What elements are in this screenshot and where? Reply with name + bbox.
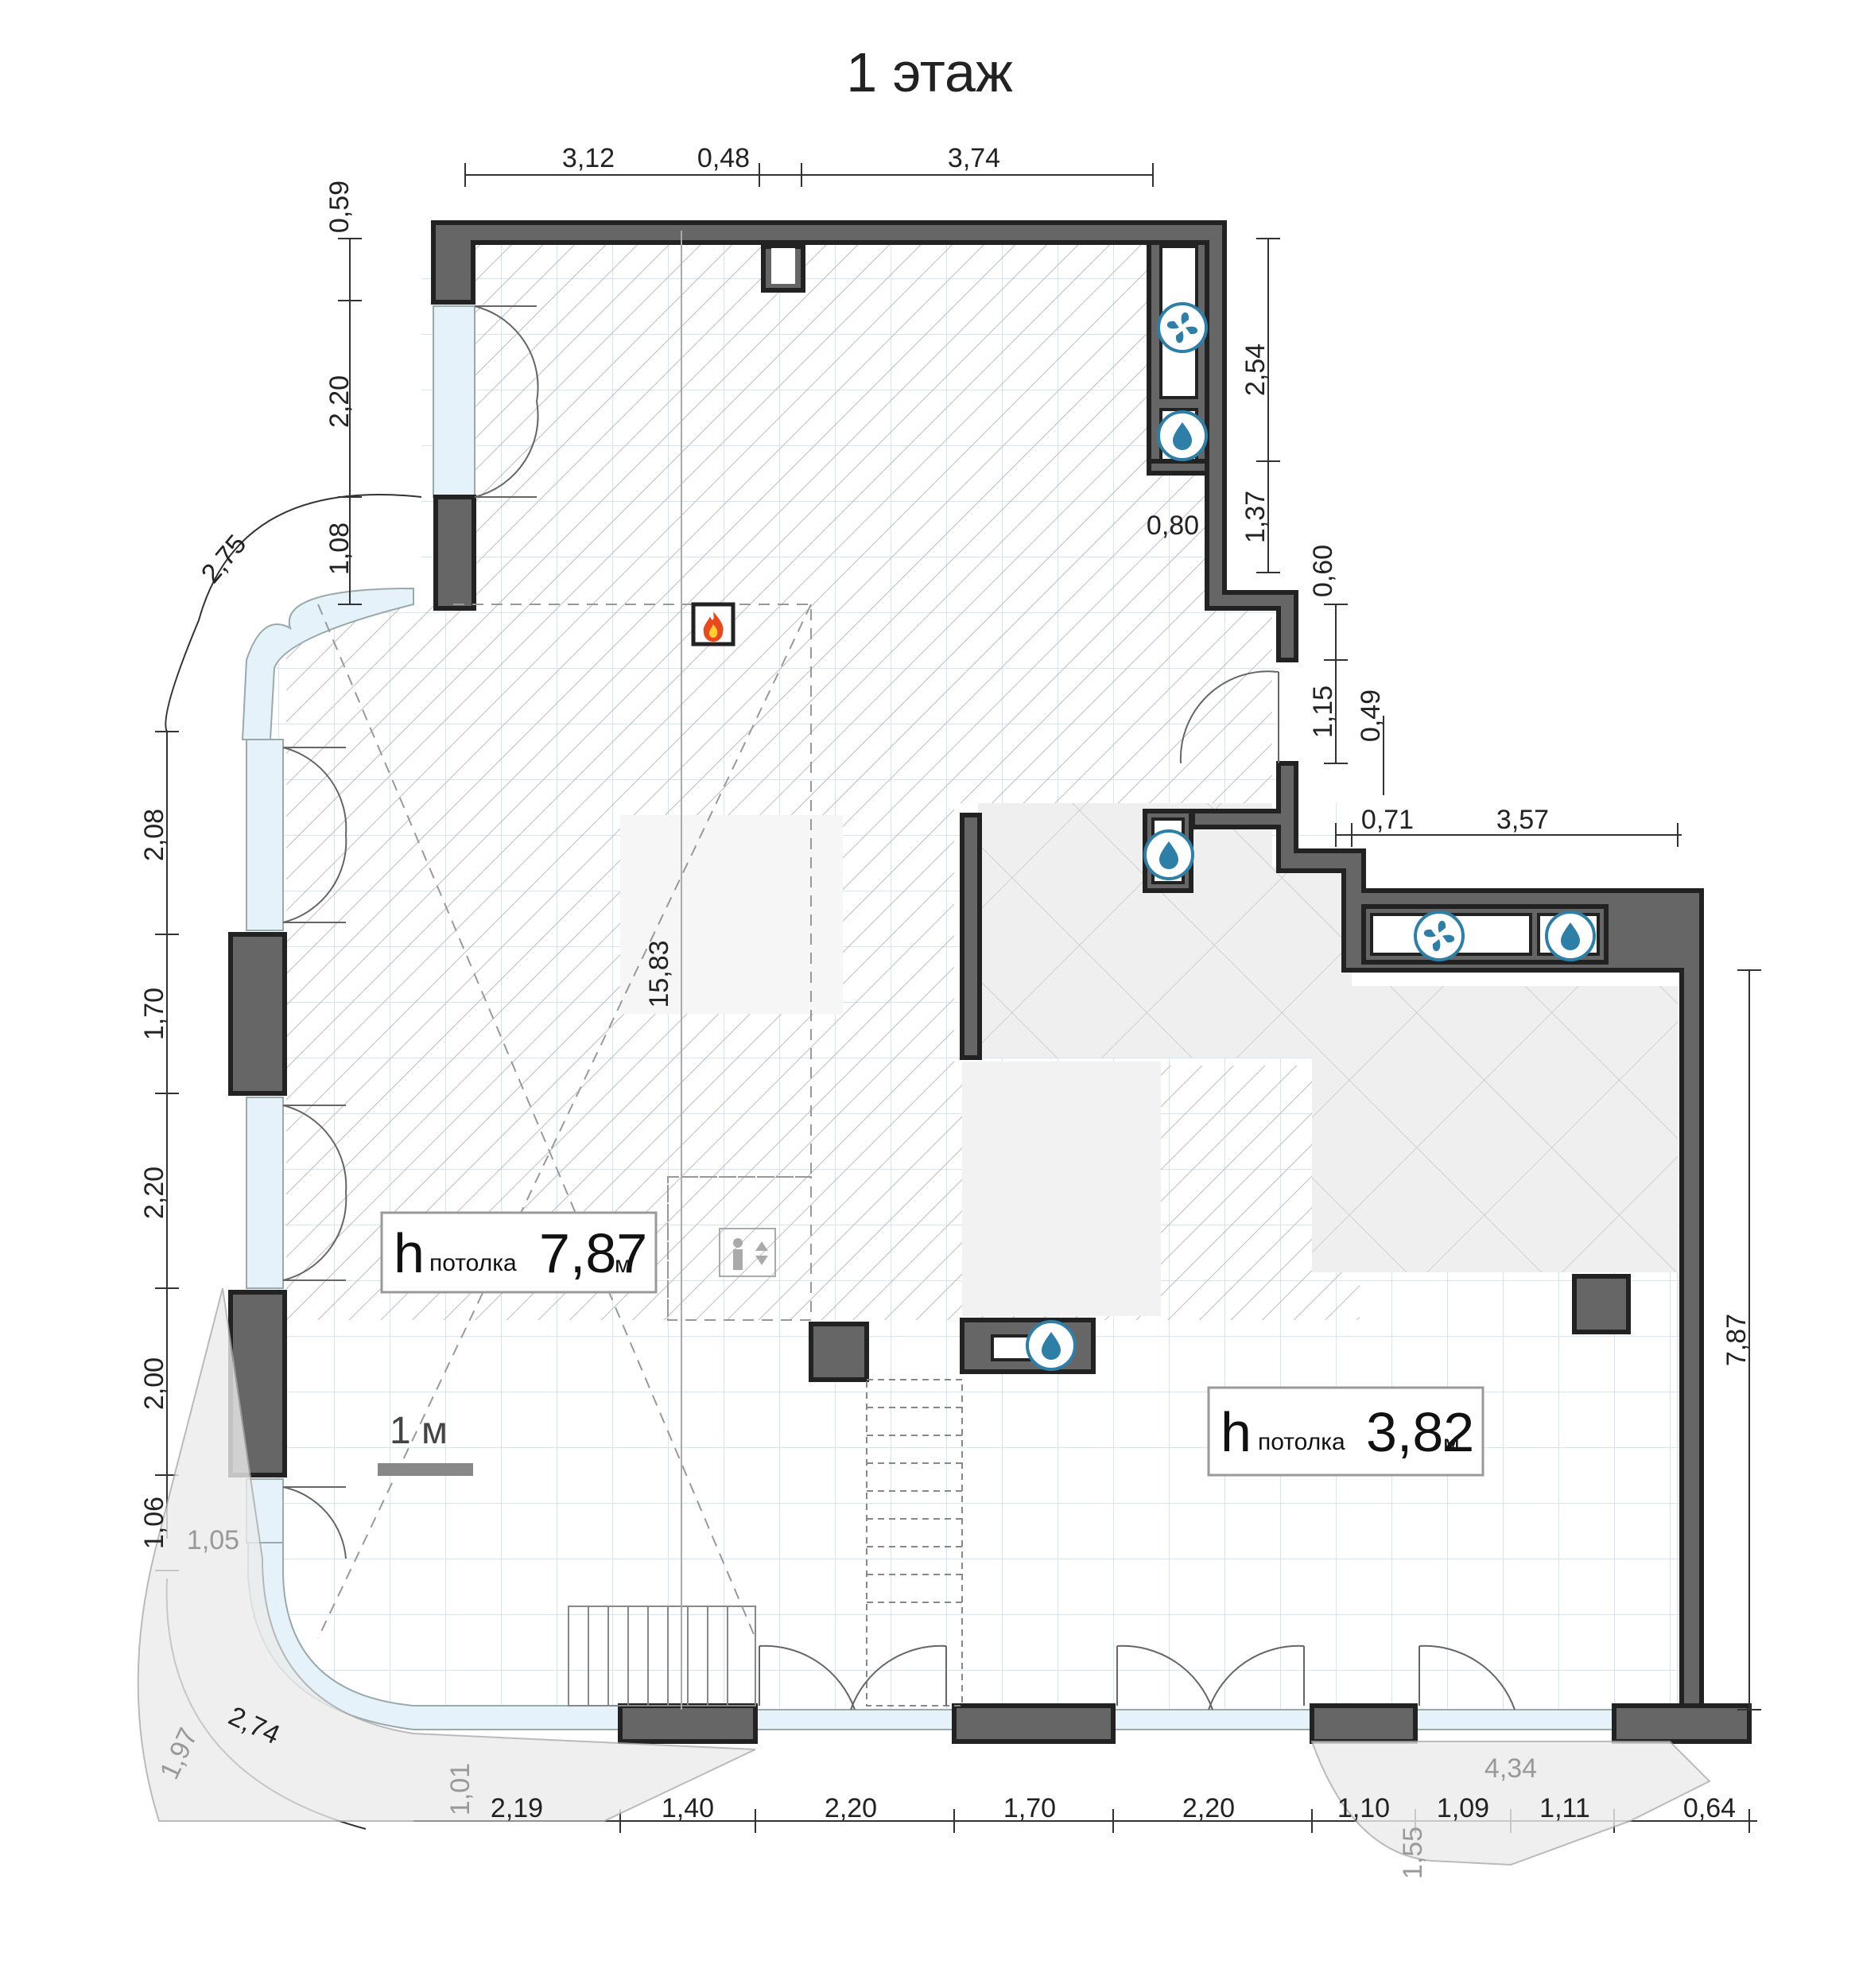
dim-bottom-gray-3: 4,34 xyxy=(1484,1753,1537,1784)
ceiling-right-value: 3,82 xyxy=(1366,1401,1474,1463)
ceiling-label-right: h потолка 3,82 м xyxy=(1207,1386,1484,1477)
dim-top-1: 3,12 xyxy=(562,143,615,173)
dim-right-step-2: 1,15 xyxy=(1308,685,1338,738)
dim-bottom-9: 0,64 xyxy=(1683,1793,1736,1823)
dim-bottom-6: 1,10 xyxy=(1337,1793,1390,1823)
ceiling-right-label: потолка xyxy=(1258,1429,1345,1455)
dim-bottom-4: 1,70 xyxy=(1003,1793,1056,1823)
dim-bottom-5: 2,20 xyxy=(1182,1793,1235,1823)
ceiling-right-h: h xyxy=(1221,1401,1252,1463)
water-drop-icon xyxy=(1545,911,1596,961)
elevator-icon xyxy=(719,1228,776,1277)
fire-icon xyxy=(691,602,735,646)
dim-right-shaft-2: 1,37 xyxy=(1240,491,1271,543)
dim-left-top-1: 0,59 xyxy=(324,181,355,233)
dim-left-3: 2,20 xyxy=(139,1167,169,1219)
dim-left-1: 2,08 xyxy=(139,809,169,861)
windows xyxy=(241,305,1615,1730)
dim-bottom-8: 1,11 xyxy=(1539,1793,1590,1823)
dim-bottom-2: 1,40 xyxy=(662,1793,714,1823)
water-drop-icon xyxy=(1026,1320,1077,1371)
ceiling-left-value: 7,87 xyxy=(539,1222,647,1284)
dim-left-4: 2,00 xyxy=(139,1357,169,1410)
dim-bottom-3: 2,20 xyxy=(825,1793,877,1823)
dim-right-shaft-1: 2,54 xyxy=(1240,344,1271,396)
ceiling-right-unit: м xyxy=(1443,1431,1460,1457)
dim-right-step-3: 0,49 xyxy=(1356,689,1386,742)
ceiling-left-label: потолка xyxy=(429,1250,517,1276)
dim-top-3: 3,74 xyxy=(948,143,1000,173)
center-dimension: 15,83 xyxy=(644,231,682,1710)
dim-right-step-1: 0,60 xyxy=(1308,545,1338,597)
dim-left-top-3: 1,08 xyxy=(324,522,355,575)
dim-bottom-1: 2,19 xyxy=(491,1793,543,1823)
fan-icon xyxy=(1414,911,1465,961)
ceiling-left-unit: м xyxy=(615,1252,631,1278)
doors xyxy=(282,305,1516,1710)
dim-right-full: 7,87 xyxy=(1721,1314,1752,1366)
scale-bar: 1 м xyxy=(378,1410,473,1476)
dim-right-mid-1: 0,71 xyxy=(1361,805,1414,835)
scale-label: 1 м xyxy=(390,1410,448,1452)
dim-bottom-gray-4: 1,55 xyxy=(1398,1827,1428,1879)
dim-top-2: 0,48 xyxy=(697,143,750,173)
water-drop-icon xyxy=(1157,410,1208,461)
dimension-lines xyxy=(137,163,1761,1866)
dim-left-top-2: 2,20 xyxy=(324,375,355,428)
dim-bottom-gray-2: 1,01 xyxy=(445,1763,475,1815)
page-title: 1 этаж xyxy=(846,41,1013,103)
stairs xyxy=(568,1379,963,1706)
dim-center-vertical: 15,83 xyxy=(644,940,674,1008)
water-drop-icon xyxy=(1143,829,1194,880)
ceiling-label-left: h потолка 7,87 м xyxy=(380,1211,658,1294)
dim-arc-left: 2,75 xyxy=(196,529,253,588)
dim-left-gray: 1,05 xyxy=(187,1525,239,1555)
dim-left-5: 1,06 xyxy=(139,1497,169,1549)
dim-bottom-7: 1,09 xyxy=(1437,1793,1489,1823)
dim-right-shaft-3: 0,80 xyxy=(1147,511,1199,541)
dim-left-2: 1,70 xyxy=(139,988,169,1040)
ceiling-left-h: h xyxy=(394,1222,425,1284)
dim-right-mid-2: 3,57 xyxy=(1496,805,1549,835)
fan-icon xyxy=(1157,302,1208,353)
